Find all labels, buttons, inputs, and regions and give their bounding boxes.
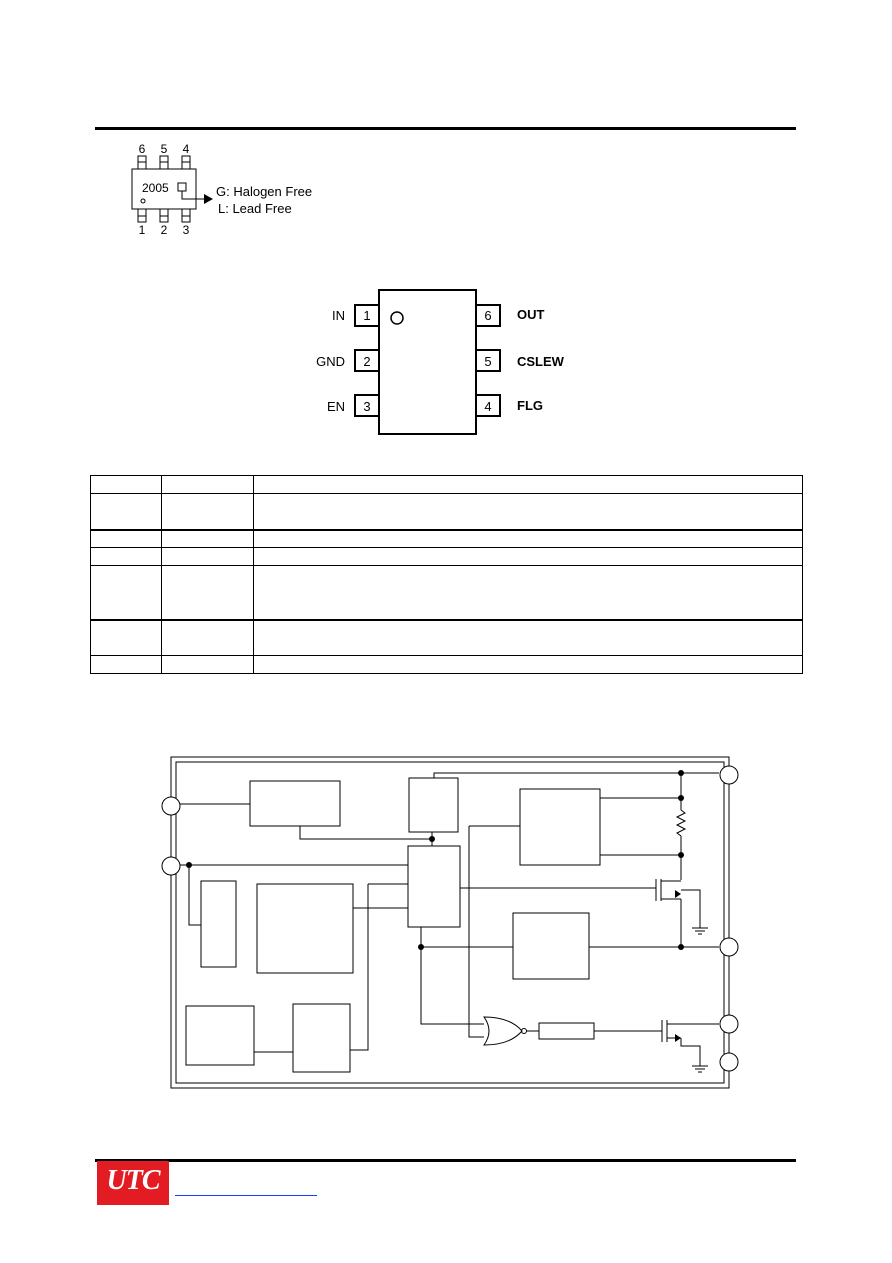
- nor-gate: [483, 1016, 523, 1046]
- block: [256, 883, 354, 974]
- marking-pin-label: 1: [139, 223, 146, 237]
- pin-box-2: [354, 349, 380, 372]
- pin-terminal: [719, 937, 739, 957]
- pin-name: GND: [316, 354, 345, 369]
- block: [200, 880, 237, 968]
- pin-number: 1: [363, 308, 370, 323]
- pin-name: IN: [332, 308, 345, 323]
- marking-note-halogen: G: Halogen Free: [216, 184, 312, 199]
- pin-terminal: [719, 765, 739, 785]
- pin-box-1: [354, 304, 380, 327]
- block: [538, 1022, 595, 1040]
- table-row: [90, 655, 803, 674]
- pin-description-table: [90, 475, 803, 674]
- pin-name: FLG: [517, 398, 543, 413]
- pin1-dot: [140, 198, 146, 204]
- marking-pin-label: 3: [183, 223, 190, 237]
- pin-number: 3: [363, 399, 370, 414]
- pin-number: 5: [484, 354, 491, 369]
- pin-terminal: [161, 856, 181, 876]
- pin-terminal: [719, 1052, 739, 1072]
- block: [519, 788, 601, 866]
- marking-pin-label: 4: [183, 142, 190, 156]
- block: [408, 777, 459, 833]
- marking-note-lead: L: Lead Free: [218, 201, 292, 216]
- pin-number: 6: [484, 308, 491, 323]
- pin1-indicator: [390, 311, 404, 325]
- marking-pin-label: 2: [161, 223, 168, 237]
- block: [292, 1003, 351, 1073]
- pin-box-5: [475, 349, 501, 372]
- diagram-frame-inner: [175, 761, 725, 1084]
- block: [249, 780, 341, 827]
- pin-name: CSLEW: [517, 354, 565, 369]
- pin-box-6: [475, 304, 501, 327]
- table-row: [90, 565, 803, 621]
- logo-text: UTC: [106, 1165, 161, 1196]
- table-row: [90, 619, 803, 656]
- diagram-frame-outer: [170, 756, 730, 1089]
- marking-code: 2005: [142, 181, 169, 195]
- block: [185, 1005, 255, 1066]
- block: [512, 912, 590, 980]
- arrow-icon: [204, 194, 213, 204]
- pin-terminal: [719, 1014, 739, 1034]
- utc-logo: UTC: [97, 1161, 169, 1205]
- resistor: [675, 809, 687, 837]
- header-rule: [95, 127, 796, 130]
- block: [407, 845, 461, 928]
- marking-diagram: 6 5 4 2005 1 2 3 G: Halogen Free L: Lead…: [131, 142, 312, 237]
- table-row: [90, 475, 803, 494]
- pin-terminal: [161, 796, 181, 816]
- table-row: [90, 493, 803, 531]
- marking-pin-label: 6: [139, 142, 146, 156]
- pin-box-3: [354, 394, 380, 417]
- marking-pin-label: 5: [161, 142, 168, 156]
- pin-name: OUT: [517, 307, 545, 322]
- footer-rule: [95, 1159, 796, 1162]
- pin-configuration: 1 IN 2 GND 3 EN 6 OUT 5 CSLEW 4 FLG: [316, 289, 565, 435]
- pin-box-4: [475, 394, 501, 417]
- pin-name: EN: [327, 399, 345, 414]
- pin-number: 4: [484, 399, 491, 414]
- pin-number: 2: [363, 354, 370, 369]
- website-link-underline[interactable]: [175, 1195, 317, 1196]
